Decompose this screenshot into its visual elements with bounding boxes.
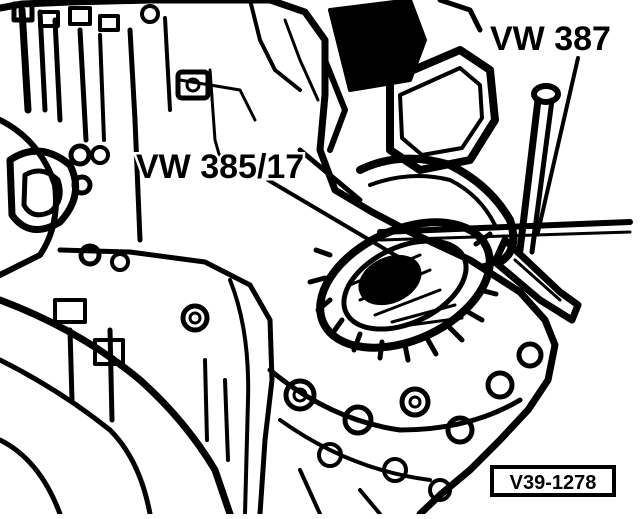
figure-code: V39-1278 [510, 472, 597, 494]
tool-dial-indicator-vw387 [491, 83, 582, 324]
tool-bracket-vw385 [297, 0, 633, 266]
gearbox-housing [0, 0, 559, 518]
leader-line-vw385 [266, 178, 402, 260]
callout-vw385: VW 385/17 [136, 148, 304, 186]
callout-vw387: VW 387 [490, 20, 611, 58]
leader-lines [266, 56, 580, 260]
figure-code-box: V39-1278 [490, 465, 616, 497]
leader-line-vw387 [536, 56, 580, 234]
flywheel-gear [307, 218, 501, 363]
